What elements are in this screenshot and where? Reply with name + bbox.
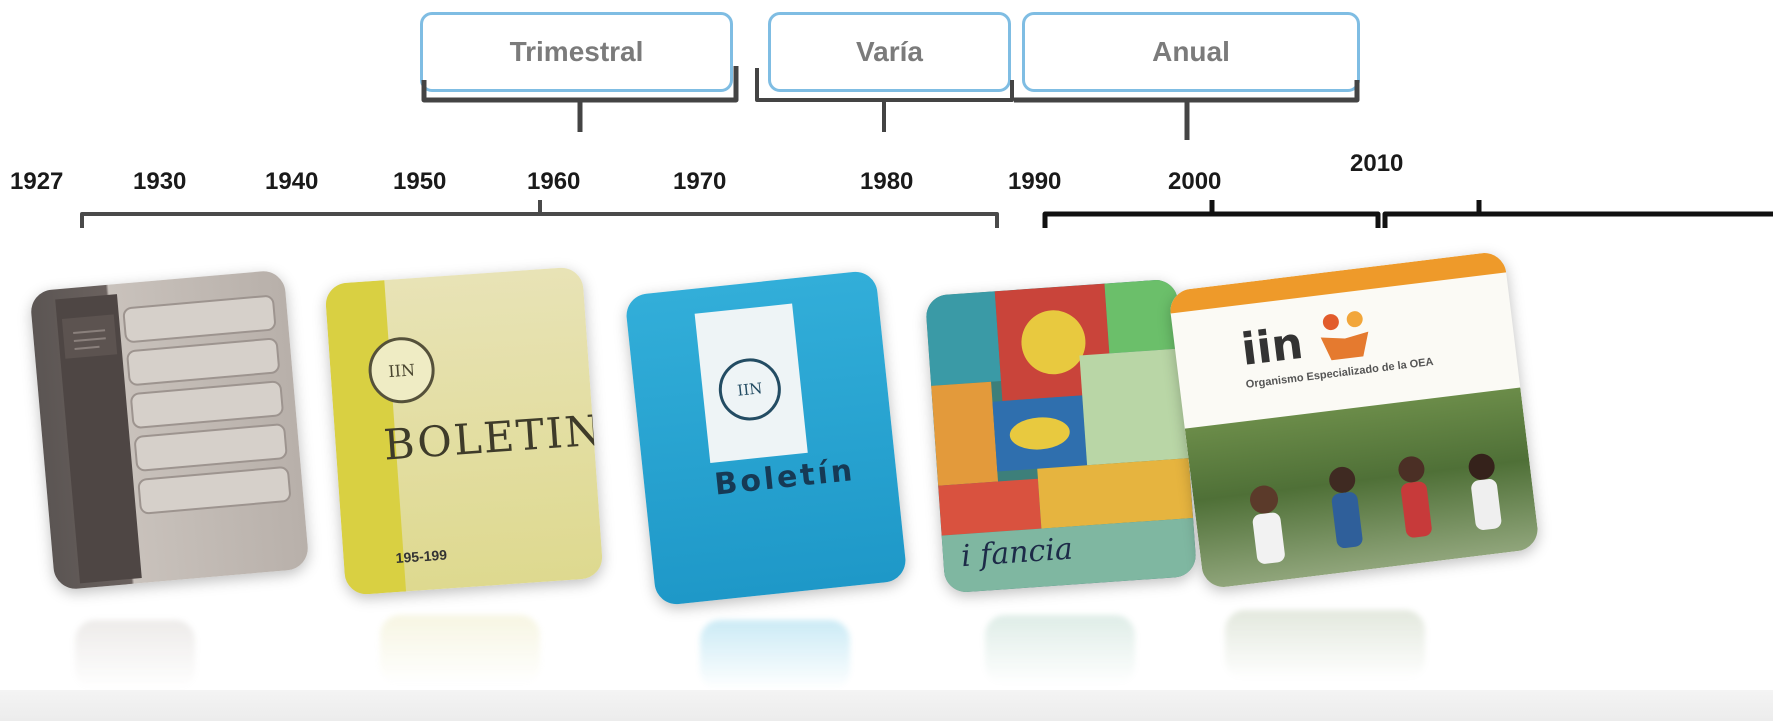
seal-text: IIN	[387, 359, 416, 381]
bracket-period-3	[1382, 200, 1773, 228]
year-label: 2010	[1350, 150, 1404, 177]
bracket-period-1	[80, 200, 999, 228]
year-label: 1930	[133, 168, 187, 195]
frequency-label: Anual	[1152, 36, 1230, 67]
floor-fade	[0, 690, 1773, 721]
frequency-box-trimestral: Trimestral	[420, 12, 733, 92]
cover-reflection	[700, 620, 850, 690]
children-photo	[1250, 453, 1502, 564]
bracket-anual	[1014, 80, 1360, 140]
bracket-varia	[755, 68, 1014, 132]
cover-iin-oea: iin Organismo Especializado de la OEA	[1167, 250, 1541, 590]
cover-reflection	[985, 615, 1135, 685]
frequency-box-anual: Anual	[1022, 12, 1360, 92]
frequency-box-varia: Varía	[768, 12, 1011, 92]
iin-figure-icon	[1312, 307, 1378, 364]
cover-bound-volumes	[29, 269, 310, 591]
cover-footer: 195-199	[395, 546, 448, 567]
frequency-label: Trimestral	[509, 36, 644, 67]
year-label: 1927	[10, 168, 64, 195]
year-label: 2000	[1168, 168, 1222, 195]
infancia-artwork	[924, 278, 1198, 594]
seal-text: IIN	[736, 379, 764, 400]
year-label: 1990	[1008, 168, 1062, 195]
cover-boletin-blue: IIN Boletín	[624, 269, 908, 607]
year-label: 1970	[673, 168, 727, 195]
bracket-period-2	[1042, 200, 1381, 228]
cover-reflection	[1225, 610, 1425, 680]
cover-reflection	[75, 620, 195, 690]
bracket-trimestral	[421, 66, 739, 132]
cover-photo	[1184, 387, 1541, 590]
year-label: 1940	[265, 168, 319, 195]
cover-infancia: i fancia	[924, 278, 1198, 594]
year-label: 1980	[860, 168, 914, 195]
cover-title: BOLETIN	[382, 405, 604, 470]
year-label: 1960	[527, 168, 581, 195]
cover-boletin-yellow: IIN BOLETIN 195-199	[324, 266, 604, 596]
frequency-label: Varía	[856, 36, 923, 67]
iin-logo: iin	[1238, 317, 1306, 376]
year-label: 1950	[393, 168, 447, 195]
cover-reflection	[380, 615, 540, 685]
bound-volumes-illustration	[55, 294, 291, 584]
